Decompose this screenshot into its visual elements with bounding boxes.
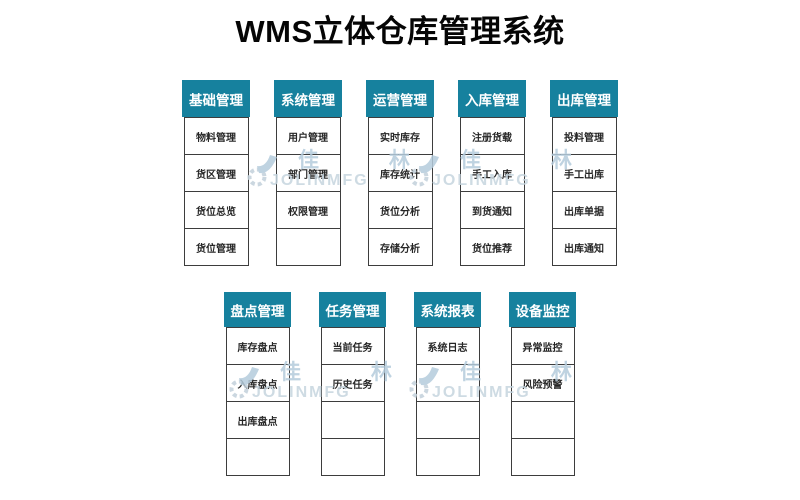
module-cell: 手工出库 xyxy=(551,154,617,192)
row-top: 基础管理物料管理货区管理货位总览货位管理系统管理用户管理部门管理权限管理运营管理… xyxy=(0,80,800,266)
module-cell: 投料管理 xyxy=(551,117,617,155)
page-title: WMS立体仓库管理系统 xyxy=(235,14,565,49)
module-cell xyxy=(415,438,480,476)
module-cell: 货区管理 xyxy=(183,154,249,192)
module-cell: 用户管理 xyxy=(275,117,341,155)
module-header: 出库管理 xyxy=(550,80,618,117)
module-column-top-4: 入库管理注册货载手工入库到货通知货位推荐 xyxy=(458,80,526,266)
module-column-top-2: 系统管理用户管理部门管理权限管理 xyxy=(274,80,342,266)
module-cell: 注册货载 xyxy=(459,117,525,155)
module-cell: 入库盘点 xyxy=(225,364,290,402)
module-cell xyxy=(415,401,480,439)
module-cell: 出库盘点 xyxy=(225,401,290,439)
module-cell: 库存统计 xyxy=(367,154,433,192)
module-cell xyxy=(320,438,385,476)
module-cell: 货位推荐 xyxy=(459,228,525,266)
module-header: 系统管理 xyxy=(274,80,342,117)
module-header: 入库管理 xyxy=(458,80,526,117)
module-cell: 货位管理 xyxy=(183,228,249,266)
module-cell xyxy=(510,438,575,476)
module-column-bottom-1: 盘点管理库存盘点入库盘点出库盘点 xyxy=(224,292,291,476)
module-cell xyxy=(275,228,341,266)
module-header: 运营管理 xyxy=(366,80,434,117)
module-cell: 风险预警 xyxy=(510,364,575,402)
module-cell: 货位总览 xyxy=(183,191,249,229)
module-cell: 实时库存 xyxy=(367,117,433,155)
module-header: 基础管理 xyxy=(182,80,250,117)
module-cell xyxy=(415,364,480,402)
module-header: 系统报表 xyxy=(414,292,481,327)
row-bottom: 盘点管理库存盘点入库盘点出库盘点任务管理当前任务历史任务系统报表系统日志设备监控… xyxy=(0,292,800,476)
module-column-bottom-4: 设备监控异常监控风险预警 xyxy=(509,292,576,476)
module-cell: 货位分析 xyxy=(367,191,433,229)
module-header: 盘点管理 xyxy=(224,292,291,327)
module-cell: 系统日志 xyxy=(415,327,480,365)
module-cell xyxy=(510,401,575,439)
module-cell: 到货通知 xyxy=(459,191,525,229)
module-cell: 库存盘点 xyxy=(225,327,290,365)
module-cell: 当前任务 xyxy=(320,327,385,365)
module-cell: 手工入库 xyxy=(459,154,525,192)
module-cell xyxy=(320,401,385,439)
module-cell: 异常监控 xyxy=(510,327,575,365)
module-cell xyxy=(225,438,290,476)
module-column-bottom-3: 系统报表系统日志 xyxy=(414,292,481,476)
module-header: 任务管理 xyxy=(319,292,386,327)
module-cell: 部门管理 xyxy=(275,154,341,192)
module-column-bottom-2: 任务管理当前任务历史任务 xyxy=(319,292,386,476)
module-cell: 出库通知 xyxy=(551,228,617,266)
module-cell: 权限管理 xyxy=(275,191,341,229)
module-column-top-1: 基础管理物料管理货区管理货位总览货位管理 xyxy=(182,80,250,266)
module-column-top-5: 出库管理投料管理手工出库出库单据出库通知 xyxy=(550,80,618,266)
module-cell: 历史任务 xyxy=(320,364,385,402)
module-cell: 存储分析 xyxy=(367,228,433,266)
module-header: 设备监控 xyxy=(509,292,576,327)
module-cell: 出库单据 xyxy=(551,191,617,229)
module-cell: 物料管理 xyxy=(183,117,249,155)
module-column-top-3: 运营管理实时库存库存统计货位分析存储分析 xyxy=(366,80,434,266)
